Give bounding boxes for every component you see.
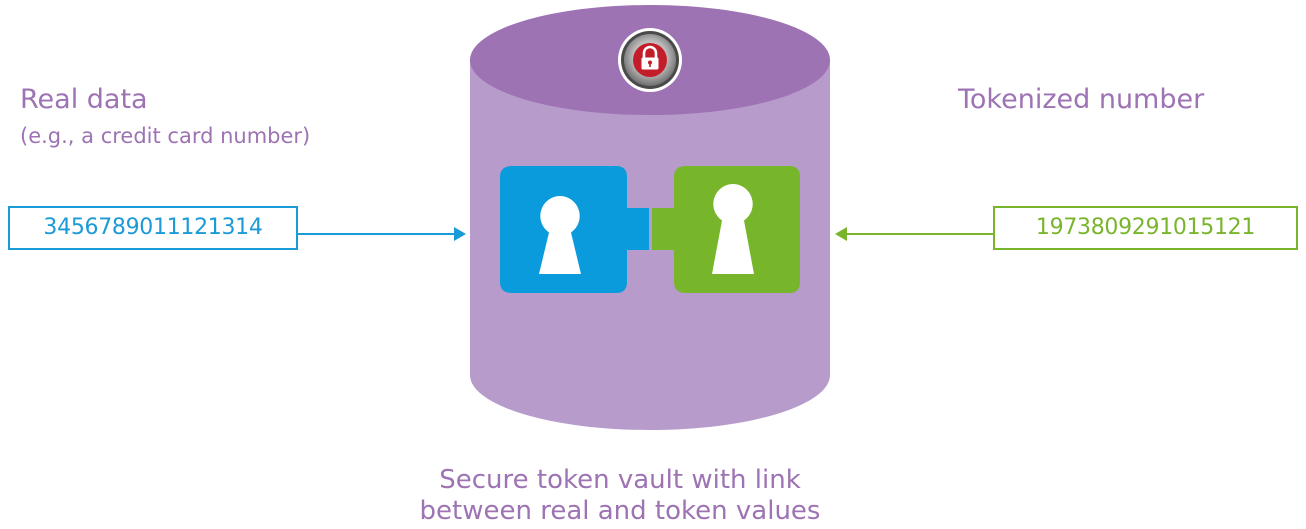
token-value-box: 1973809291015121 <box>993 206 1298 250</box>
real-data-value: 3456789011121314 <box>43 215 263 240</box>
token-value: 1973809291015121 <box>1035 215 1256 240</box>
real-data-subtitle: (e.g., a credit card number) <box>20 124 311 148</box>
vault-body <box>470 60 830 430</box>
arrow-left-icon <box>835 227 993 241</box>
real-data-value-box: 3456789011121314 <box>8 206 298 250</box>
keyhole-icon <box>712 184 754 274</box>
real-data-puzzle-piece <box>500 166 649 293</box>
real-data-title: Real data <box>20 84 148 115</box>
keyhole-icon <box>539 196 581 274</box>
vault-caption-line2: between real and token values <box>419 496 821 526</box>
tokenized-number-title: Tokenized number <box>958 84 1205 115</box>
puzzle-piece-icon <box>500 166 649 293</box>
vault-caption-line1: Secure token vault with link <box>439 465 801 495</box>
token-puzzle-piece <box>652 166 800 293</box>
lock-icon <box>618 28 682 92</box>
arrow-right-icon <box>298 227 466 241</box>
